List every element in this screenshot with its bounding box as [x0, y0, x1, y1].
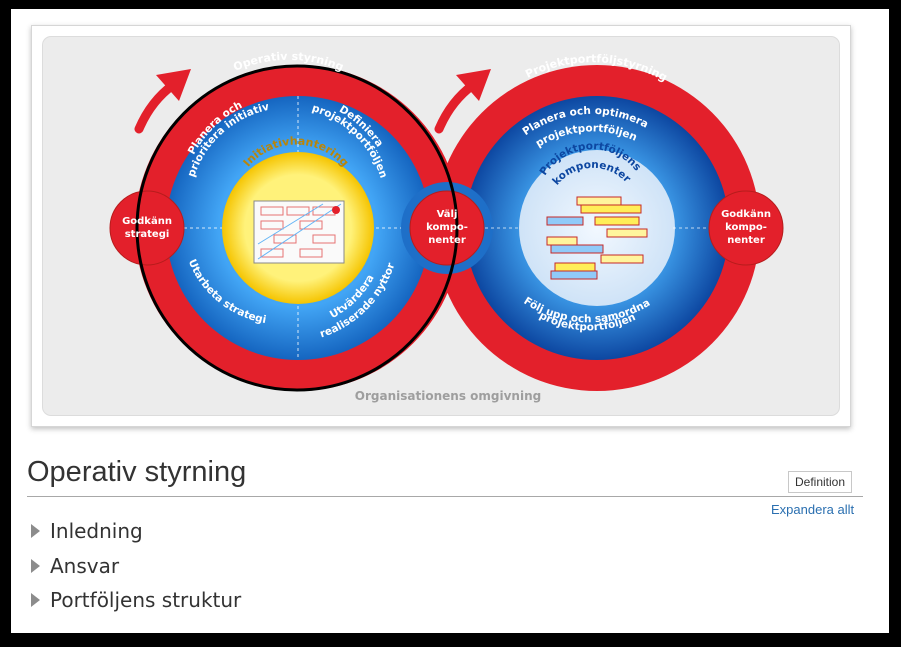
- section-inledning[interactable]: Inledning: [31, 519, 143, 543]
- select-components-label: Välj kompo- nenter: [426, 209, 468, 246]
- section-ansvar[interactable]: Ansvar: [31, 554, 119, 578]
- portfolio-components-illustration: [546, 196, 648, 280]
- svg-text:Välj: Välj: [437, 209, 458, 220]
- section-label: Ansvar: [50, 554, 120, 578]
- svg-text:nenter: nenter: [727, 235, 765, 246]
- svg-text:Godkänn: Godkänn: [721, 209, 771, 220]
- section-label: Inledning: [50, 519, 143, 543]
- page: Operativ styrning Projektportföljstyrnin…: [11, 9, 889, 633]
- caret-right-icon: [31, 593, 40, 607]
- right-ring: [434, 65, 760, 391]
- definition-button[interactable]: Definition: [788, 471, 853, 493]
- growth-arrow-icon: [134, 69, 191, 134]
- caret-right-icon: [31, 559, 40, 573]
- section-label: Portföljens struktur: [50, 588, 242, 612]
- growth-arrow-icon: [434, 69, 491, 134]
- approve-strategy-label: Godkänn strategi: [122, 216, 172, 240]
- svg-text:nenter: nenter: [428, 235, 466, 246]
- approve-components-label: Godkänn kompo- nenter: [721, 209, 771, 246]
- title-divider: [27, 496, 863, 497]
- svg-text:Godkänn: Godkänn: [122, 216, 172, 227]
- approve-components-node[interactable]: [708, 190, 784, 266]
- section-portfoljens-struktur[interactable]: Portföljens struktur: [31, 588, 241, 612]
- expand-all-link[interactable]: Expandera allt: [771, 502, 855, 517]
- approve-strategy-node[interactable]: [109, 190, 185, 266]
- svg-text:kompo-: kompo-: [725, 222, 767, 233]
- page-title: Operativ styrning: [27, 456, 247, 488]
- select-components-node[interactable]: [409, 190, 485, 266]
- portfolio-governance-diagram[interactable]: Operativ styrning Projektportföljstyrnin…: [11, 9, 889, 439]
- caret-right-icon: [31, 524, 40, 538]
- svg-text:strategi: strategi: [125, 229, 170, 240]
- diagram-footer-caption: Organisationens omgivning: [355, 389, 541, 403]
- svg-text:kompo-: kompo-: [426, 222, 468, 233]
- highlight-outline: [135, 64, 459, 392]
- process-chart-thumbnail: [253, 200, 345, 264]
